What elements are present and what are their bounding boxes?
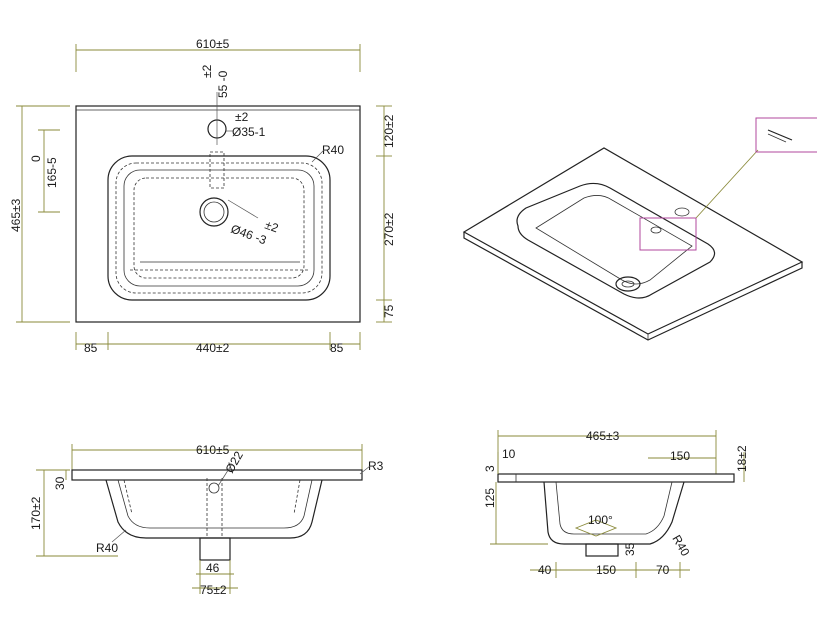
side-view: 465±3 100° 10 3 150 18±2 125 35 R40 40: [483, 429, 749, 578]
detail-callout: [755, 117, 817, 153]
side-drain: [585, 543, 619, 557]
side-top-small: 10: [502, 447, 516, 461]
drain-hole-label: Ø46 -3: [229, 222, 269, 248]
iso-basin: [516, 182, 716, 299]
basin-radius: R40: [322, 143, 344, 157]
tap-offset: 55 -0: [216, 70, 230, 98]
top-width-label: 610±5: [196, 37, 230, 51]
isometric-view: [462, 117, 817, 341]
front-drain: [199, 537, 231, 561]
iso-slab-top: [462, 147, 804, 335]
front-inner-radius: R40: [96, 541, 118, 555]
side-top-150: 150: [670, 449, 690, 463]
right-top-dim: 120±2: [382, 114, 396, 148]
side-depth-label: 465±3: [586, 429, 620, 443]
tap-offset-tol: ±2: [200, 64, 214, 78]
bottom-mid-dim: 440±2: [196, 341, 230, 355]
tap-hole-label: Ø35-1: [232, 125, 266, 139]
front-height: 170±2: [29, 496, 43, 530]
side-drain-35: 35: [623, 542, 637, 556]
rim-thickness: 30: [53, 476, 67, 490]
right-bot-dim: 75: [382, 304, 396, 318]
drain-width: 46: [206, 561, 220, 575]
top-view: 610±5 ±2 55 -0 ±2 Ø35-1 R40 120±2 270±2 …: [9, 37, 396, 355]
side-slab: [497, 473, 735, 483]
side-height-125: 125: [483, 488, 497, 508]
drain-hole: [199, 197, 229, 227]
side-bottom-150: 150: [596, 563, 616, 577]
front-basin: [105, 479, 323, 539]
side-basin: [543, 481, 685, 545]
basin-outline: [107, 155, 331, 301]
bottom-right-dim: 85: [330, 341, 344, 355]
bottom-left-dim: 85: [84, 341, 98, 355]
left-offset: 165-5: [45, 157, 59, 188]
side-inner-radius: R40: [669, 533, 692, 559]
front-width-label: 610±5: [196, 443, 230, 457]
side-bottom-40: 40: [538, 563, 552, 577]
tap-hole-tol: ±2: [235, 110, 249, 124]
drain-outer: 75±2: [200, 583, 227, 597]
side-left-small: 3: [483, 465, 497, 472]
front-view: 610±5 Ø22 R3 30 170±2 R40 46 75±2: [29, 443, 384, 597]
overall-depth: 465±3: [9, 198, 23, 232]
side-bottom-70: 70: [656, 563, 670, 577]
side-right-18: 18±2: [735, 445, 749, 472]
slab-outline: [75, 105, 361, 323]
detail-box: [639, 217, 697, 251]
iso-drain: [615, 276, 641, 292]
right-mid-dim: 270±2: [382, 212, 396, 246]
side-angle: 100°: [588, 513, 613, 527]
left-zero: 0: [29, 155, 43, 162]
front-slab: [71, 469, 363, 481]
edge-radius: R3: [368, 459, 384, 473]
drain-tol: ±2: [263, 218, 281, 236]
iso-tap-hole: [674, 207, 690, 217]
